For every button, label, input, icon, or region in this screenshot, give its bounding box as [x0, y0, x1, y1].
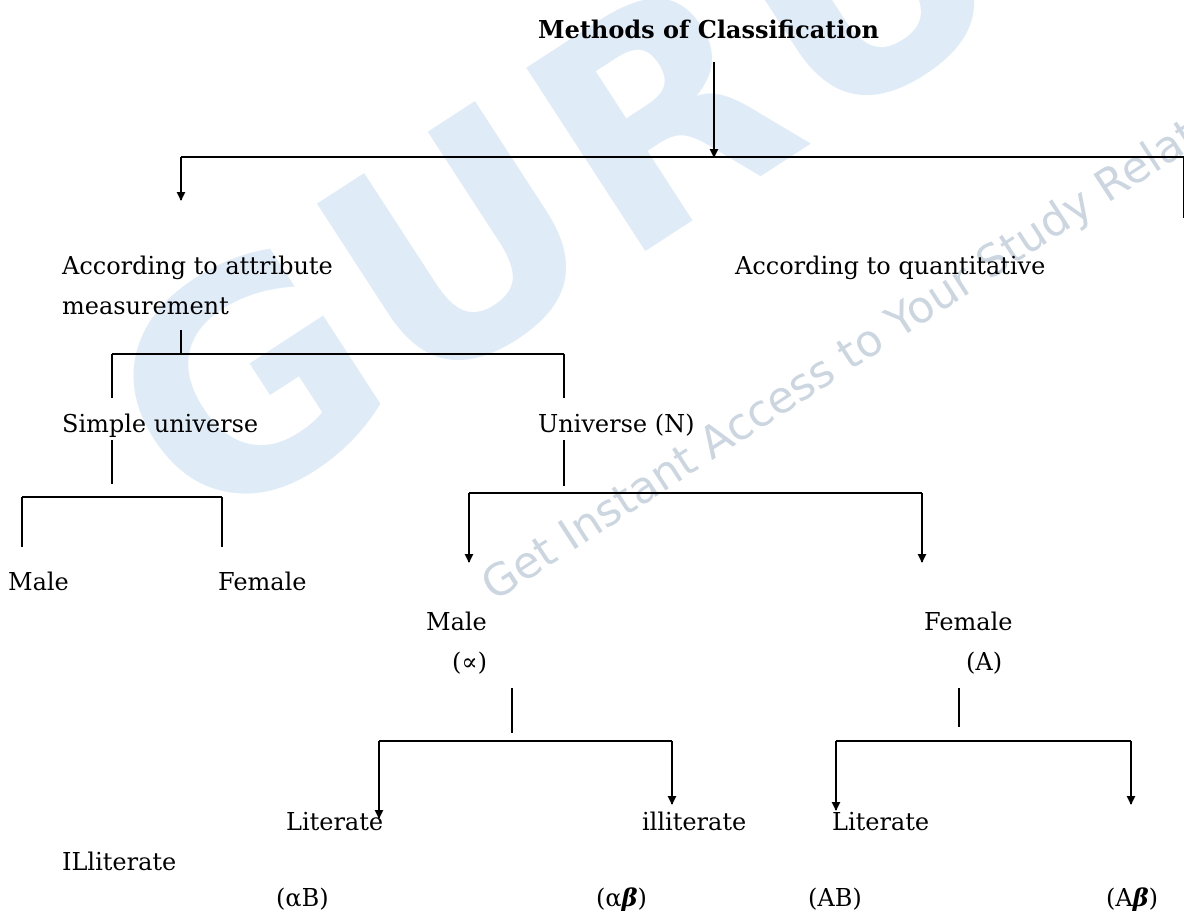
male-literate-symbol: (αB) — [276, 884, 329, 912]
attribute-label-line1: According to attribute — [62, 252, 333, 280]
universe-female-symbol: (A) — [966, 648, 1003, 676]
quantitative-label: According to quantitative — [735, 252, 1046, 280]
male-illiterate-symbol: (αβ) — [596, 883, 647, 912]
universe-male-label: Male — [426, 608, 487, 636]
universe-male-symbol: (∝) — [452, 648, 487, 676]
attribute-label-line2: measurement — [62, 292, 229, 320]
universe-female-label: Female — [924, 608, 1013, 636]
male-illiterate-label: illiterate — [642, 808, 747, 836]
female-illiterate-label: ILliterate — [62, 848, 177, 876]
female-literate-symbol: (AB) — [808, 884, 862, 912]
female-literate-label: Literate — [832, 808, 930, 836]
diagram-title: Methods of Classification — [538, 15, 879, 44]
female-illiterate-symbol: (Aβ) — [1106, 883, 1159, 912]
simple-universe-label: Simple universe — [62, 410, 259, 438]
male-literate-label: Literate — [286, 808, 384, 836]
universe-label: Universe (N) — [538, 410, 695, 438]
simple-female-label: Female — [218, 568, 307, 596]
simple-male-label: Male — [8, 568, 69, 596]
